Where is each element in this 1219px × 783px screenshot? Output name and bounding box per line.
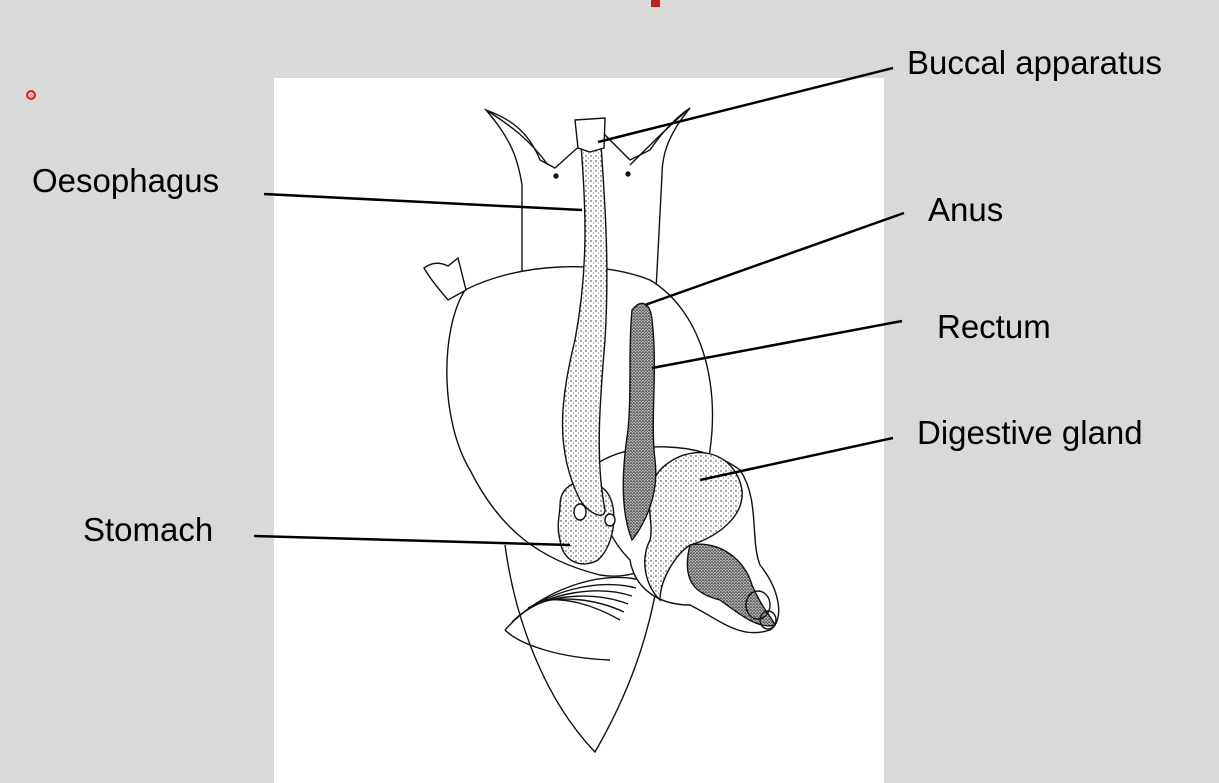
- label-buccal-apparatus: Buccal apparatus: [907, 44, 1162, 81]
- leader-oesophagus: [263, 192, 583, 212]
- right-tentacle: [629, 107, 691, 166]
- leader-rectum: [651, 319, 903, 370]
- leader-stomach: [253, 534, 571, 547]
- digestive-gland: [644, 451, 743, 602]
- label-anus: Anus: [928, 191, 1004, 228]
- left-tentacle: [485, 109, 549, 166]
- leader-digestive-gland: [699, 436, 894, 482]
- laser-pointer-icon: [26, 90, 36, 100]
- rectum-tube: [622, 302, 657, 542]
- label-stomach: Stomach: [83, 511, 214, 548]
- label-digestive-gland: Digestive gland: [917, 414, 1143, 451]
- label-oesophagus: Oesophagus: [32, 162, 220, 199]
- oesophagus-tube: [561, 129, 608, 516]
- siphon: [423, 256, 467, 301]
- leader-lines: [253, 66, 905, 547]
- buccal-mass: [574, 117, 606, 153]
- leader-buccal-apparatus: [597, 66, 894, 144]
- shell-ridges: [504, 576, 641, 661]
- foot-outline: [504, 544, 661, 754]
- label-rectum: Rectum: [937, 308, 1051, 345]
- leader-anus: [644, 211, 905, 307]
- slide-title-fragment: [651, 0, 660, 7]
